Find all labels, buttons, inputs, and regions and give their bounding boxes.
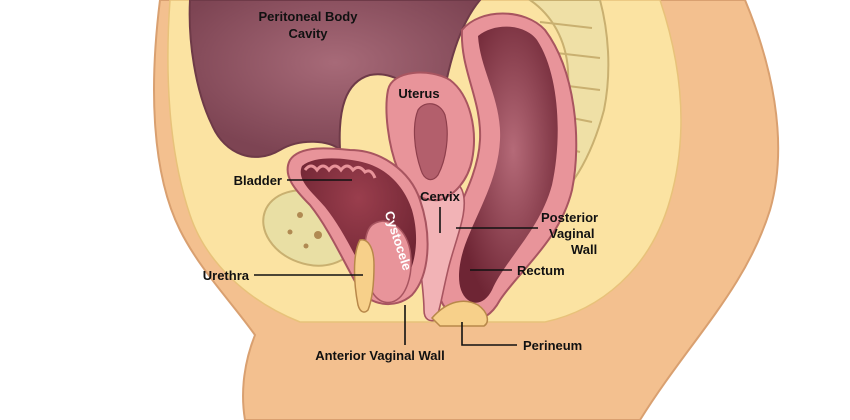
label-posterior-line1: Posterior <box>541 210 598 225</box>
label-anterior-vaginal-wall: Anterior Vaginal Wall <box>315 348 445 363</box>
label-peritoneal-line1: Peritoneal Body <box>259 9 359 24</box>
bladder-rugae <box>303 164 377 179</box>
rectum-lumen <box>459 26 558 303</box>
perineum-leader <box>461 322 517 346</box>
urethra-tube <box>353 239 375 313</box>
label-cervix: Cervix <box>420 189 461 204</box>
label-posterior-line2: Vaginal <box>549 226 595 241</box>
uterine-cavity <box>413 103 448 181</box>
label-uterus: Uterus <box>398 86 439 101</box>
perineum-body <box>430 300 489 327</box>
label-perineum: Perineum <box>523 338 582 353</box>
label-posterior-line3: Wall <box>571 242 597 257</box>
label-bladder: Bladder <box>234 173 282 188</box>
label-peritoneal-line2: Cavity <box>288 26 328 41</box>
vaginal-canal <box>416 180 466 322</box>
label-urethra: Urethra <box>203 268 250 283</box>
label-rectum: Rectum <box>517 263 565 278</box>
